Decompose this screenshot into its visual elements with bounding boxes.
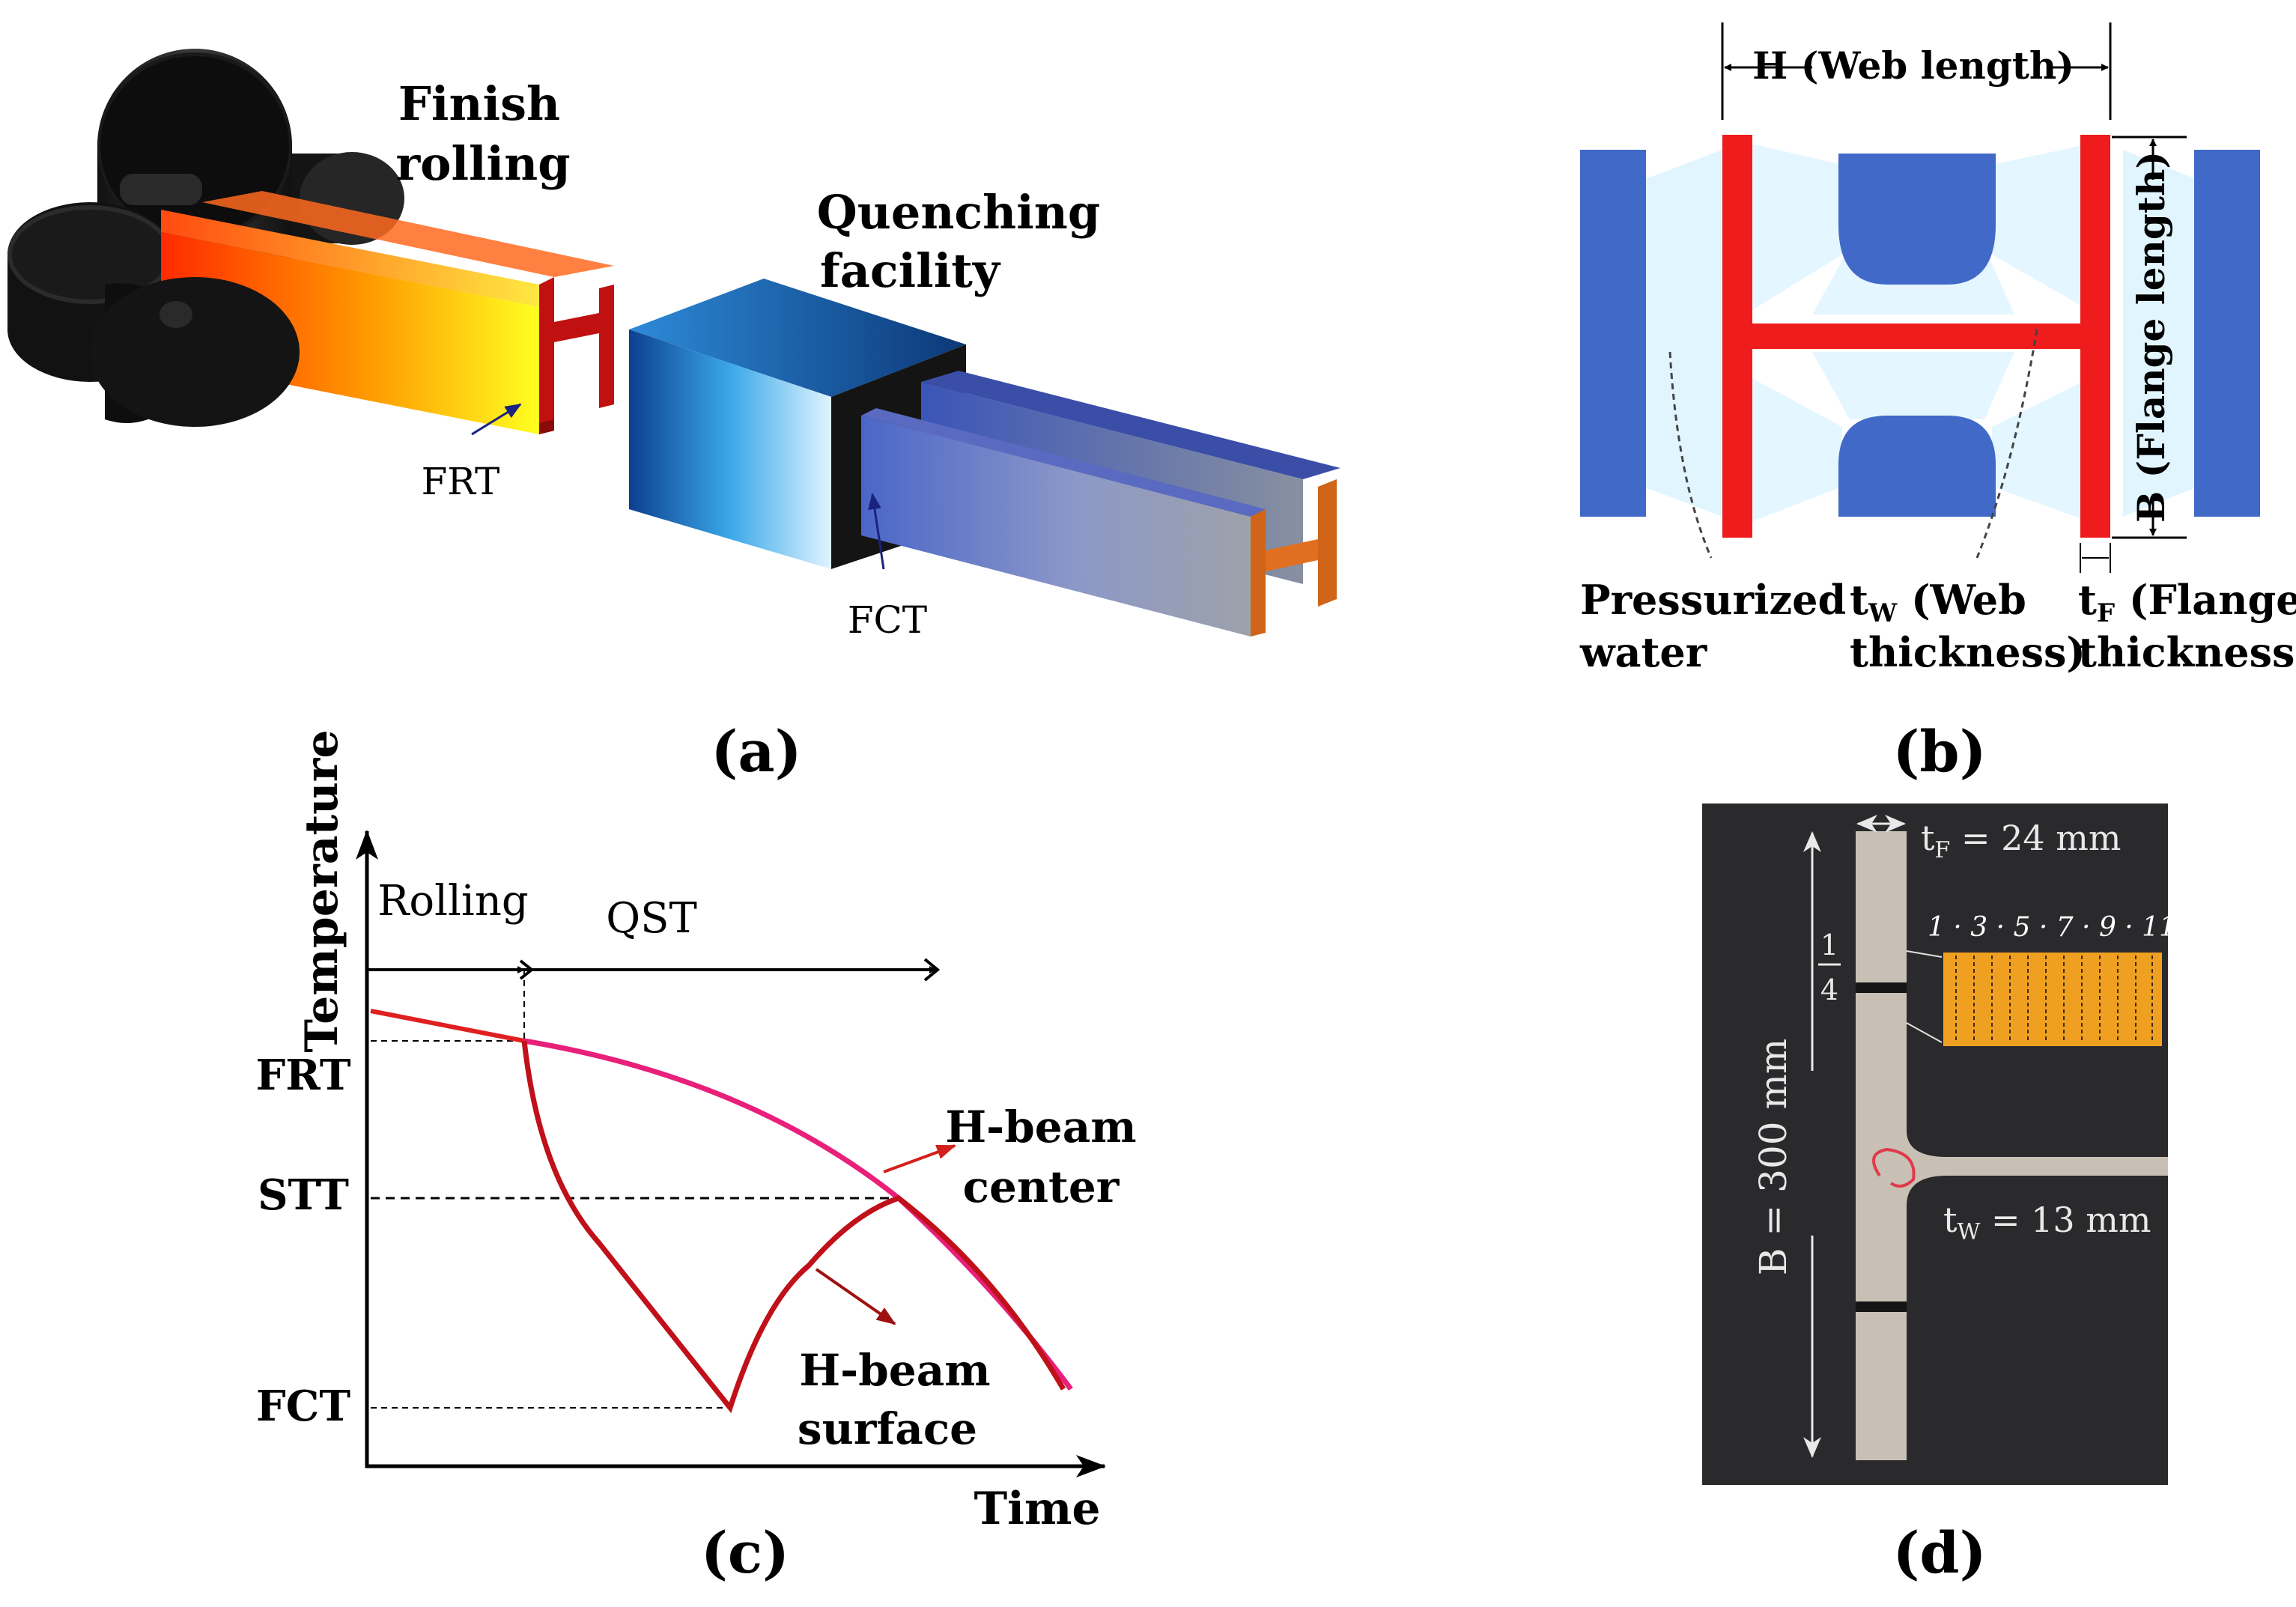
front-roll [90, 277, 300, 427]
center-label-line1: H-beam [945, 1102, 1136, 1152]
tf-value-label: tF = 24 mm [1921, 818, 2122, 863]
qst-arrowhead [923, 958, 941, 982]
grid-leader-bottom [1906, 1022, 1943, 1043]
center-curve [523, 1038, 1073, 1391]
cut-mark-upper [1856, 982, 1907, 993]
caption-d: (d) [1892, 1519, 1986, 1586]
b-dimension-label: B (Flange length) [2129, 151, 2173, 523]
surface-label-line2: surface [798, 1403, 977, 1454]
x-axis-label: Time [974, 1483, 1100, 1535]
qst-phase-label: QST [606, 894, 697, 943]
quenching-line1: Quenching [817, 185, 1100, 240]
b-value-label: B = 300 mm [1752, 1039, 1795, 1276]
red-marker-scribble [1872, 1147, 1916, 1188]
caption-c: (c) [701, 1519, 789, 1586]
tf-label-line2: thickness) [2078, 628, 2296, 676]
fct-pointer-arrow [868, 493, 885, 570]
panel-a: Finish rolling FRT Quenching facility FC… [7, 49, 1340, 785]
center-label-line2: center [963, 1161, 1120, 1212]
tick-frt: FRT [256, 1051, 351, 1100]
frt-label: FRT [422, 460, 500, 503]
specimen-flange [1856, 831, 1907, 1460]
panel-c: Temperature Time Rolling QST FRT STT FCT… [256, 729, 1137, 1586]
bottom-water-nozzle [1838, 416, 1996, 517]
tw-label-line1: tW (Web [1850, 576, 2026, 628]
surface-pointer-arrow [815, 1268, 896, 1325]
caption-b: (b) [1892, 718, 1986, 785]
tw-leader [1975, 329, 2038, 559]
top-water-nozzle [1838, 154, 1996, 285]
quarter-numerator: 1 [1820, 929, 1838, 962]
rolling-curve [370, 1009, 525, 1043]
cut-mark-lower [1856, 1301, 1907, 1312]
left-water-nozzle [1580, 150, 1646, 517]
fct-label: FCT [848, 598, 927, 642]
frt-pointer-arrow [471, 403, 522, 436]
measurement-grid-lines [1955, 956, 2153, 1043]
finish-rolling-line2: rolling [395, 136, 570, 191]
finish-rolling-line1: Finish [398, 76, 560, 131]
position-numbers: 1 · 3 · 5 · 7 · 9 · 11 [1928, 912, 2176, 943]
tf-label-line1: tF (Flange [2078, 576, 2296, 628]
surface-label-line1: H-beam [799, 1345, 990, 1396]
pressurized-line2: water [1579, 628, 1707, 676]
measurement-grid [1943, 953, 2162, 1046]
grid-leader-top [1906, 950, 1943, 958]
cold-h-beam [861, 371, 1340, 637]
pressurized-leader [1668, 351, 1713, 559]
caption-a: (a) [711, 718, 801, 785]
panel-d: 1 · 3 · 5 · 7 · 9 · 11 tF = 24 mm 1 4 B … [1702, 804, 2176, 1586]
photo-background [1702, 804, 2168, 1485]
specimen-web [1907, 1131, 2168, 1206]
h-dimension-label: H (Web length) [1752, 43, 2074, 88]
quenching-line2: facility [820, 243, 1001, 298]
center-pointer-arrow [883, 1144, 956, 1173]
surface-curve [521, 1040, 1066, 1414]
right-water-nozzle [2194, 150, 2260, 517]
y-axis-label: Temperature [296, 729, 348, 1052]
tw-label-line2: thickness) [1850, 628, 2086, 676]
rolling-phase-label: Rolling [377, 877, 529, 926]
panel-b: H (Web length) B (Flange length) Pressur… [1579, 22, 2296, 785]
tick-stt: STT [258, 1170, 349, 1220]
pressurized-line1: Pressurized [1580, 576, 1846, 624]
quarter-denominator: 4 [1820, 973, 1838, 1006]
h-section [1722, 135, 2110, 538]
tw-value-label: tW = 13 mm [1943, 1200, 2151, 1245]
hot-h-beam [161, 191, 614, 434]
tick-fct: FCT [256, 1382, 350, 1431]
